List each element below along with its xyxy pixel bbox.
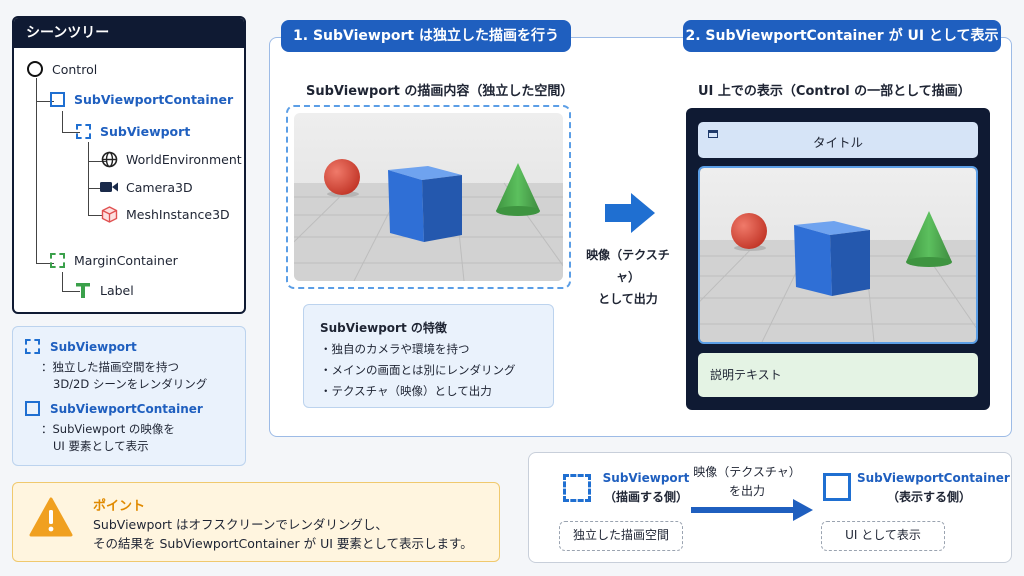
- tree-node-label-node[interactable]: Label: [74, 281, 134, 299]
- section1-title: SubViewport の描画内容（独立した空間）: [306, 84, 574, 99]
- section2-pill: 2. SubViewportContainer が UI として表示: [683, 20, 1001, 52]
- mesh-cube-icon: [100, 205, 118, 223]
- flow-arrow-icon: [691, 499, 813, 521]
- feature-item: ・独自のカメラや環境を持つ: [320, 342, 470, 356]
- circle-outline-icon: [26, 60, 44, 78]
- tree-node-subviewport[interactable]: SubViewport: [74, 122, 190, 140]
- subviewport-render-frame: [286, 105, 571, 289]
- transfer-label: 映像（テクスチャ） として出力: [578, 244, 678, 310]
- scene-tree-header: シーンツリー: [14, 18, 244, 48]
- summary-right-box: UI として表示: [821, 521, 945, 551]
- tree-node-margin-container[interactable]: MarginContainer: [48, 251, 178, 269]
- features-title: SubViewport の特徴: [320, 321, 447, 335]
- legend-panel: SubViewport ：独立した描画空間を持つ 3D/2D シーンをレンダリン…: [12, 326, 246, 466]
- solid-square-icon: [25, 401, 40, 416]
- tree-connector: [36, 78, 54, 102]
- tree-node-subviewport-container[interactable]: SubViewportContainer: [48, 90, 233, 108]
- tree-connector: [36, 248, 54, 264]
- warning-triangle-icon: [29, 497, 73, 537]
- text-t-icon: [74, 281, 92, 299]
- dashed-square-icon: [25, 339, 40, 354]
- legend-desc: ：独立した描画空間を持つ 3D/2D シーンをレンダリング: [41, 359, 207, 393]
- ui-title-bar: タイトル: [698, 122, 978, 158]
- tree-node-label: WorldEnvironment: [126, 151, 242, 167]
- tree-node-label: MarginContainer: [74, 252, 178, 268]
- legend-title: SubViewport: [50, 339, 137, 354]
- tree-node-label: Label: [100, 282, 134, 298]
- section2-title: UI 上での表示（Control の一部として描画）: [698, 84, 971, 99]
- subviewport-features: SubViewport の特徴 ・独自のカメラや環境を持つ ・メインの画面とは別…: [303, 304, 554, 408]
- tree-node-label: SubViewport: [100, 123, 191, 139]
- tree-node-label: Camera3D: [126, 179, 193, 195]
- legend-desc-line: UI 要素として表示: [53, 439, 149, 453]
- tree-node-world-environment[interactable]: WorldEnvironment: [100, 150, 242, 168]
- dashed-square-icon: [74, 122, 92, 140]
- summary-arrow-label: 映像（テクスチャ） を出力: [691, 463, 803, 501]
- ui-display-frame: タイトル: [686, 108, 990, 410]
- solid-square-icon: [48, 90, 66, 108]
- summary-left-box: 独立した描画空間: [559, 521, 683, 551]
- legend-desc-line: ：SubViewport の映像を: [41, 422, 175, 436]
- tree-connector: [36, 100, 54, 264]
- ui-description: 説明テキスト: [698, 353, 978, 397]
- transfer-line: 映像（テクスチャ）: [586, 248, 670, 284]
- point-text: SubViewport はオフスクリーンでレンダリングし、 その結果を SubV…: [93, 515, 473, 553]
- tree-node-label: Control: [52, 61, 98, 77]
- summary-right-name: SubViewportContainer: [857, 471, 1010, 485]
- window-icon: [708, 130, 718, 138]
- flow-arrow-icon: [605, 193, 655, 233]
- summary-left-label: SubViewport （描画する側）: [601, 469, 691, 507]
- summary-arrow-line: 映像（テクスチャ）: [693, 465, 801, 479]
- summary-right-label: SubViewportContainer （表示する側）: [857, 469, 1010, 507]
- legend-title: SubViewportContainer: [50, 401, 203, 416]
- dashed-green-square-icon: [48, 251, 66, 269]
- legend-desc-line: 3D/2D シーンをレンダリング: [53, 377, 208, 391]
- tree-node-label: SubViewportContainer: [74, 91, 234, 107]
- tree-connector: [62, 111, 80, 133]
- scene-tree-body: Control SubViewportContainer SubViewport…: [14, 48, 244, 312]
- summary-left-name: SubViewport: [602, 471, 690, 485]
- dashed-square-icon: [563, 474, 591, 502]
- camera-icon: [100, 178, 118, 196]
- tree-connector: [88, 162, 106, 189]
- summary-left-role: （描画する側）: [603, 490, 688, 504]
- section1-pill: 1. SubViewport は独立した描画を行う: [281, 20, 571, 52]
- feature-item: ・テクスチャ（映像）として出力: [320, 384, 492, 398]
- tree-connector: [88, 142, 106, 162]
- subviewport-container-view: [698, 166, 978, 344]
- legend-desc: ：SubViewport の映像を UI 要素として表示: [41, 421, 175, 455]
- legend-desc-line: ：独立した描画空間を持つ: [41, 360, 179, 374]
- subviewport-scene: [294, 113, 563, 281]
- point-line: その結果を SubViewportContainer が UI 要素として表示し…: [93, 536, 473, 551]
- tree-node-camera3d[interactable]: Camera3D: [100, 178, 193, 196]
- feature-item: ・メインの画面とは別にレンダリング: [320, 363, 516, 377]
- summary-right-role: （表示する側）: [886, 490, 971, 504]
- summary-panel: SubViewport （描画する側） 独立した描画空間 映像（テクスチャ） を…: [528, 452, 1012, 563]
- point-title: ポイント: [93, 499, 146, 514]
- tree-node-mesh-instance3d[interactable]: MeshInstance3D: [100, 205, 230, 223]
- solid-square-icon: [823, 473, 851, 501]
- tree-node-label: MeshInstance3D: [126, 206, 230, 222]
- transfer-line: として出力: [598, 292, 658, 306]
- tree-node-control[interactable]: Control: [26, 60, 97, 78]
- tree-connector: [88, 189, 106, 216]
- summary-arrow-line: を出力: [728, 484, 765, 498]
- legend-subviewport: SubViewport: [25, 339, 137, 354]
- point-callout: ポイント SubViewport はオフスクリーンでレンダリングし、 その結果を…: [12, 482, 500, 562]
- tree-connector: [62, 272, 80, 292]
- ui-title-label: タイトル: [812, 135, 863, 150]
- point-line: SubViewport はオフスクリーンでレンダリングし、: [93, 517, 388, 532]
- globe-icon: [100, 150, 118, 168]
- legend-container: SubViewportContainer: [25, 401, 203, 416]
- scene-tree-panel: シーンツリー Control SubViewportContainer SubV…: [12, 16, 246, 314]
